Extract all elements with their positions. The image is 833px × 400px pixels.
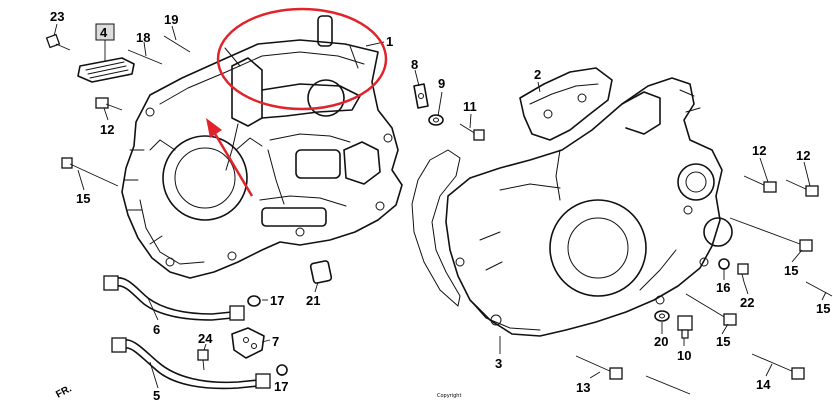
stud-19	[163, 35, 191, 53]
callout-12-right-a: 12	[752, 143, 766, 158]
washer-16	[718, 258, 730, 270]
bolt-14	[751, 353, 805, 380]
bolt-15-far-right	[805, 281, 833, 297]
callout-18: 18	[136, 30, 150, 45]
callout-5: 5	[153, 388, 160, 400]
highlight-circle	[216, 7, 388, 111]
callout-14: 14	[756, 377, 771, 392]
bolt-12-upper-left	[95, 97, 123, 111]
left-crankcase	[121, 15, 403, 279]
bolt-24	[197, 349, 209, 371]
o-ring-17-upper	[247, 295, 261, 307]
callout-15-right: 15	[784, 263, 798, 278]
callout-7: 7	[272, 334, 279, 349]
callout-22: 22	[740, 295, 754, 310]
bolt-12-right-b	[785, 179, 819, 197]
bolt-lower-center	[645, 375, 691, 395]
callout-12-right-b: 12	[796, 148, 810, 163]
callout-8: 8	[411, 57, 418, 72]
highlight-annotation	[206, 7, 388, 197]
dowel-21	[309, 260, 333, 284]
callout-15-lower: 15	[716, 334, 730, 349]
oil-hose-6	[103, 275, 245, 321]
bracket-7	[231, 327, 265, 359]
callout-4: 4	[100, 25, 108, 40]
callout-19: 19	[164, 12, 178, 27]
bolt-12-right-a	[743, 175, 777, 193]
callout-9: 9	[438, 76, 445, 91]
bolt-13	[575, 355, 623, 380]
drain-plug-10	[677, 315, 693, 339]
bracket-8	[413, 83, 429, 109]
callout-17-lower: 17	[274, 379, 288, 394]
callout-24: 24	[198, 331, 213, 346]
callout-6: 6	[153, 322, 160, 337]
callout-3: 3	[495, 356, 502, 371]
bolt-15-right	[729, 217, 813, 252]
o-ring-17-lower	[276, 364, 288, 376]
callout-12-upper-left: 12	[100, 122, 114, 137]
callout-15-far-right: 15	[816, 301, 830, 316]
bolt-11	[459, 123, 485, 141]
oil-hose-5	[111, 337, 271, 390]
callout-17-upper: 17	[270, 293, 284, 308]
corner-text: FR.	[54, 383, 74, 400]
copyright-text: Copyright	[437, 393, 461, 399]
highlight-arrow-head	[206, 118, 222, 138]
bolt-15-lower	[685, 293, 737, 326]
callout-20: 20	[654, 334, 668, 349]
callout-15-left: 15	[76, 191, 90, 206]
bolt-23	[45, 33, 71, 51]
bolt-15-left	[61, 157, 119, 187]
callout-23: 23	[50, 9, 64, 24]
stud-18	[127, 49, 163, 65]
callout-10: 10	[677, 348, 691, 363]
callout-11: 11	[463, 99, 477, 114]
right-crankcase	[445, 67, 733, 337]
washer-20	[654, 310, 670, 322]
callout-13: 13	[576, 380, 590, 395]
washer-9	[428, 114, 444, 126]
callout-21: 21	[306, 293, 320, 308]
callout-2: 2	[534, 67, 541, 82]
callout-4-box	[95, 23, 115, 41]
strainer-screen-4	[77, 57, 135, 83]
callout-16: 16	[716, 280, 730, 295]
callout-1: 1	[386, 34, 393, 49]
highlight-arrow-shaft	[212, 131, 254, 197]
bolt-22	[737, 263, 749, 283]
callout-labels: 23 4 19 18 1 12 15 8 9 11 2 12 12 15 15 …	[50, 9, 830, 400]
case-gasket	[411, 149, 461, 307]
